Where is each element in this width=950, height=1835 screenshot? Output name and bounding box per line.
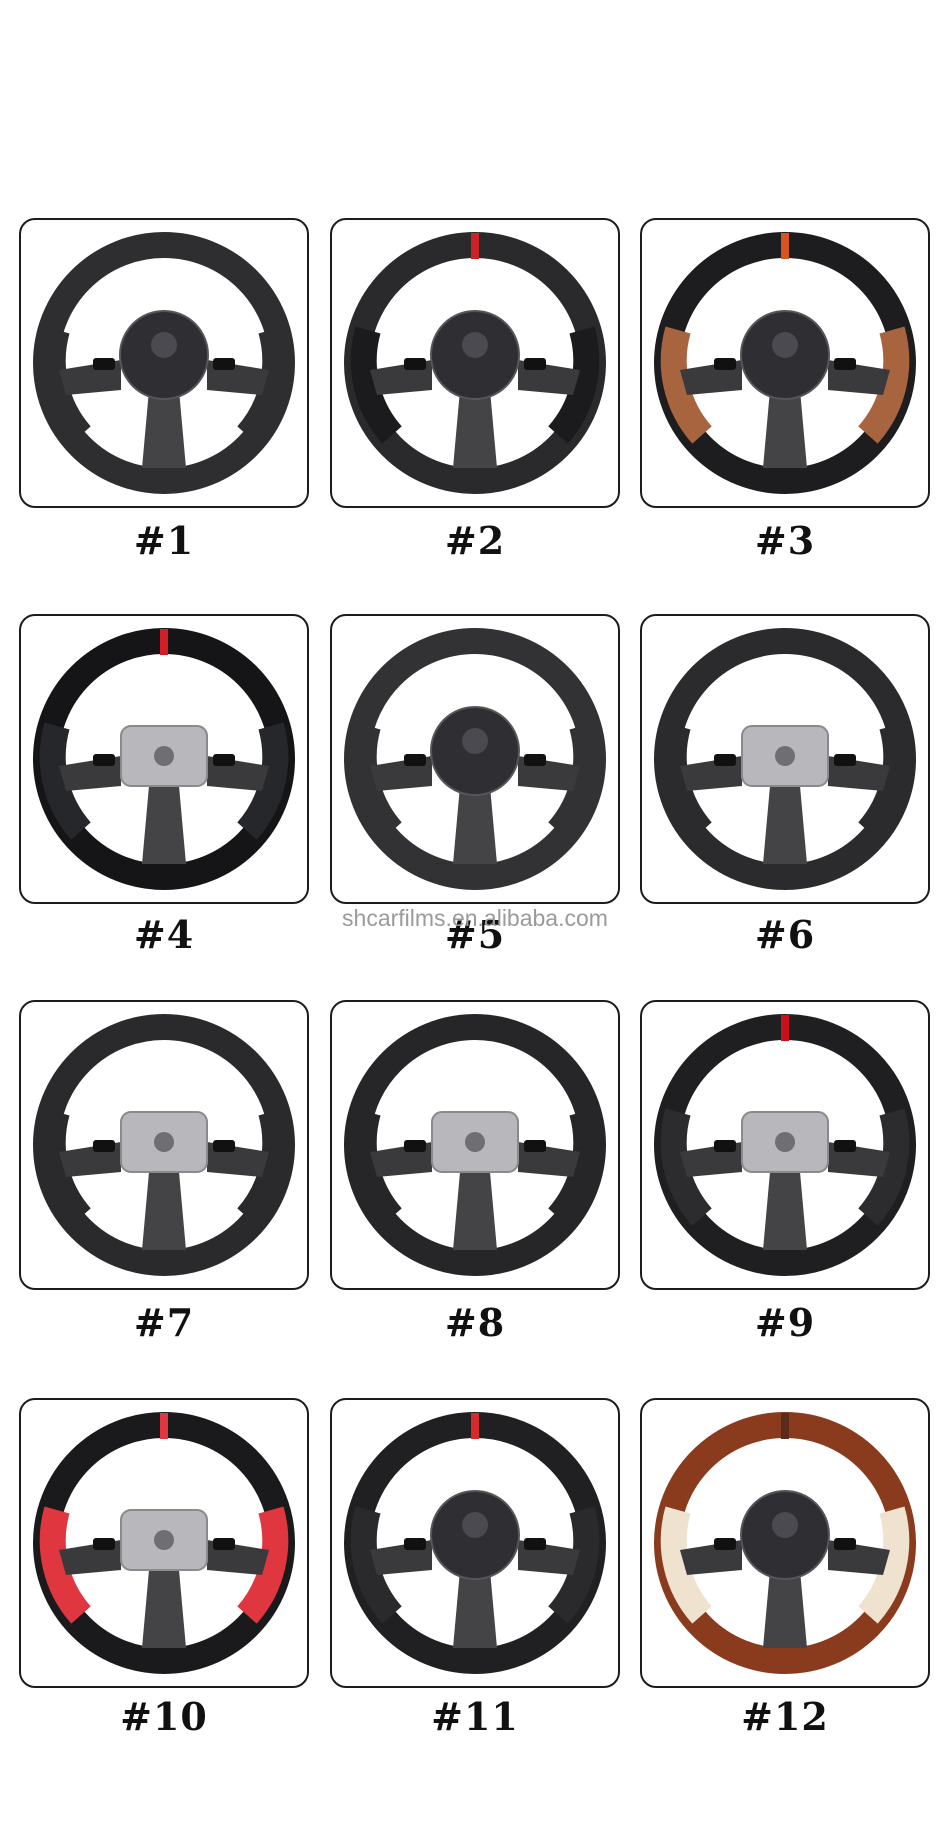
product-card-4[interactable]: [19, 614, 309, 904]
product-label-12: #12: [741, 1694, 829, 1739]
product-label-2: #2: [444, 518, 506, 563]
product-card-6[interactable]: [640, 614, 930, 904]
product-label-10: #10: [120, 1694, 208, 1739]
product-card-8[interactable]: [330, 1000, 620, 1290]
product-card-7[interactable]: [19, 1000, 309, 1290]
steering-wheel-image: [344, 1014, 606, 1276]
steering-wheel-image: [654, 1412, 916, 1674]
product-card-1[interactable]: [19, 218, 309, 508]
product-label-9: #9: [754, 1300, 816, 1345]
steering-wheel-image: [344, 1412, 606, 1674]
steering-wheel-image: [654, 232, 916, 494]
product-card-10[interactable]: [19, 1398, 309, 1688]
product-label-4: #4: [133, 912, 195, 957]
steering-wheel-image: [654, 1014, 916, 1276]
product-card-11[interactable]: [330, 1398, 620, 1688]
steering-wheel-image: [344, 628, 606, 890]
steering-wheel-image: [33, 1412, 295, 1674]
steering-wheel-image: [344, 232, 606, 494]
steering-wheel-image: [654, 628, 916, 890]
product-label-8: #8: [444, 1300, 506, 1345]
watermark-text: shcarfilms.en.alibaba.com: [342, 905, 608, 931]
product-card-5[interactable]: [330, 614, 620, 904]
steering-wheel-image: [33, 628, 295, 890]
product-card-3[interactable]: [640, 218, 930, 508]
product-card-12[interactable]: [640, 1398, 930, 1688]
product-label-1: #1: [133, 518, 195, 563]
product-card-9[interactable]: [640, 1000, 930, 1290]
product-label-7: #7: [133, 1300, 195, 1345]
product-card-2[interactable]: [330, 218, 620, 508]
product-label-3: #3: [754, 518, 816, 563]
product-label-5: #5: [444, 912, 506, 957]
product-label-11: #11: [431, 1694, 519, 1739]
steering-wheel-image: [33, 232, 295, 494]
product-label-6: #6: [754, 912, 816, 957]
steering-wheel-image: [33, 1014, 295, 1276]
